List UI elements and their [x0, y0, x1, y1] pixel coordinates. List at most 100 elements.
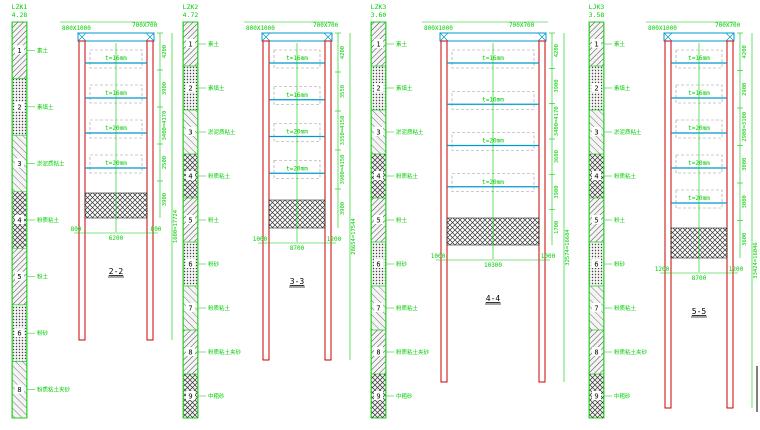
- retaining-pile: [324, 40, 332, 361]
- retaining-pile: [538, 40, 546, 383]
- layer-description: 中粗砂: [208, 392, 225, 400]
- layer-description: 素填土: [37, 103, 54, 111]
- bottom-dim-mid: 10300: [484, 262, 502, 269]
- right-dim-value: 4200: [554, 44, 560, 57]
- pile-size-label: 800X1000: [246, 25, 275, 32]
- layer-number: 7: [376, 305, 380, 313]
- layer-description: 素填土: [396, 84, 413, 92]
- layer-number: 1: [188, 41, 192, 49]
- retaining-pile: [78, 40, 86, 341]
- layer-number: 4: [594, 173, 598, 181]
- layer-number-bg: [186, 259, 195, 268]
- total-dim-value: 32574=16684: [565, 229, 571, 266]
- layer-number: 3: [594, 129, 598, 137]
- layer-number-bg: [374, 171, 383, 180]
- layer-number: 8: [17, 386, 21, 394]
- beam-cross: [725, 32, 735, 42]
- layer-description: 素土: [614, 40, 626, 48]
- layer-description: 粉质粘土: [396, 304, 419, 312]
- right-dim-value: 2900=3100: [742, 112, 748, 142]
- borehole-id: LZK1: [12, 3, 28, 11]
- layer-number-bg: [374, 347, 383, 356]
- layer-number-bg: [15, 215, 24, 224]
- retaining-pile: [146, 40, 154, 341]
- bottom-dim-mid: 8700: [692, 275, 707, 282]
- right-dim-value: 4200: [340, 46, 346, 59]
- right-dim-value: 3600: [554, 150, 560, 163]
- pile-size-label: 800X1000: [62, 25, 91, 32]
- layer-number-bg: [186, 39, 195, 48]
- layer-number-bg: [186, 347, 195, 356]
- beam-size-label: 700X700: [313, 22, 339, 29]
- layer-number-bg: [374, 83, 383, 92]
- layer-number-bg: [592, 303, 601, 312]
- layer-number-bg: [186, 171, 195, 180]
- layer-number-bg: [15, 271, 24, 281]
- beam-cross: [663, 32, 673, 42]
- borehole-elevation: 3.58: [589, 11, 605, 19]
- retaining-pile: [664, 40, 672, 409]
- layer-description: 粉质粘土: [37, 216, 60, 224]
- bottom-dim-right: 1200: [327, 236, 342, 243]
- layer-number-bg: [592, 127, 601, 136]
- total-dim-value: 33424=16046: [753, 242, 759, 278]
- right-dim-value: 3900: [554, 79, 560, 92]
- bottom-dim-left: 1000: [253, 236, 268, 243]
- bottom-dim-right: 1200: [729, 266, 744, 273]
- layer-description: 粉质粘土: [208, 172, 231, 180]
- layer-description: 粉土: [614, 216, 626, 224]
- layer-number: 2: [376, 85, 380, 93]
- layer-number-bg: [15, 384, 24, 394]
- layer-number: 6: [17, 330, 21, 338]
- layer-number-bg: [592, 259, 601, 268]
- layer-description: 粉土: [208, 216, 220, 224]
- layer-number: 4: [188, 173, 192, 181]
- layer-number: 8: [594, 349, 598, 357]
- bottom-dim-right: 1000: [541, 253, 556, 260]
- layer-number: 7: [594, 305, 598, 313]
- retaining-pile: [262, 40, 270, 361]
- right-dim-value: 3350=4150: [340, 116, 346, 146]
- borehole-id: LJK3: [589, 3, 605, 11]
- right-dim-value: 2500: [162, 156, 168, 169]
- bottom-dim-right: 800: [151, 226, 162, 233]
- borehole-elevation: 4.28: [12, 11, 28, 19]
- layer-number-bg: [186, 215, 195, 224]
- beam-size-label: 700X700: [132, 22, 158, 29]
- layer-number-bg: [186, 391, 195, 400]
- bottom-dim-mid: 6200: [109, 235, 124, 242]
- layer-number-bg: [186, 303, 195, 312]
- layer-description: 粉质粘土: [614, 304, 637, 312]
- layer-number: 1: [594, 41, 598, 49]
- layer-number: 8: [188, 349, 192, 357]
- layer-description: 粉砂: [208, 260, 220, 268]
- beam-cross: [261, 32, 271, 42]
- layer-description: 淤泥质粘土: [208, 128, 236, 136]
- layer-number: 3: [376, 129, 380, 137]
- layer-number: 8: [376, 349, 380, 357]
- layer-description: 粉质粘土: [208, 304, 231, 312]
- retaining-pile: [440, 40, 448, 383]
- borehole-elevation: 3.60: [371, 11, 387, 19]
- section-label: 2-2: [109, 267, 124, 276]
- layer-number-bg: [592, 83, 601, 92]
- layer-number-bg: [592, 215, 601, 224]
- beam-size-label: 700X700: [715, 22, 741, 29]
- layer-description: 粉质粘土: [614, 172, 637, 180]
- right-dim-value: 3000: [742, 158, 748, 171]
- total-dim-value: 28654=17544: [351, 218, 357, 255]
- right-dim-value: 3900: [554, 185, 560, 198]
- beam-cross: [439, 32, 449, 42]
- bottom-dim-mid: 8700: [290, 245, 305, 252]
- layer-number: 1: [17, 47, 21, 55]
- layer-number-bg: [592, 347, 601, 356]
- borehole-id: LZK3: [371, 3, 387, 11]
- beam-cross: [537, 32, 547, 42]
- layer-description: 粉土: [37, 273, 49, 281]
